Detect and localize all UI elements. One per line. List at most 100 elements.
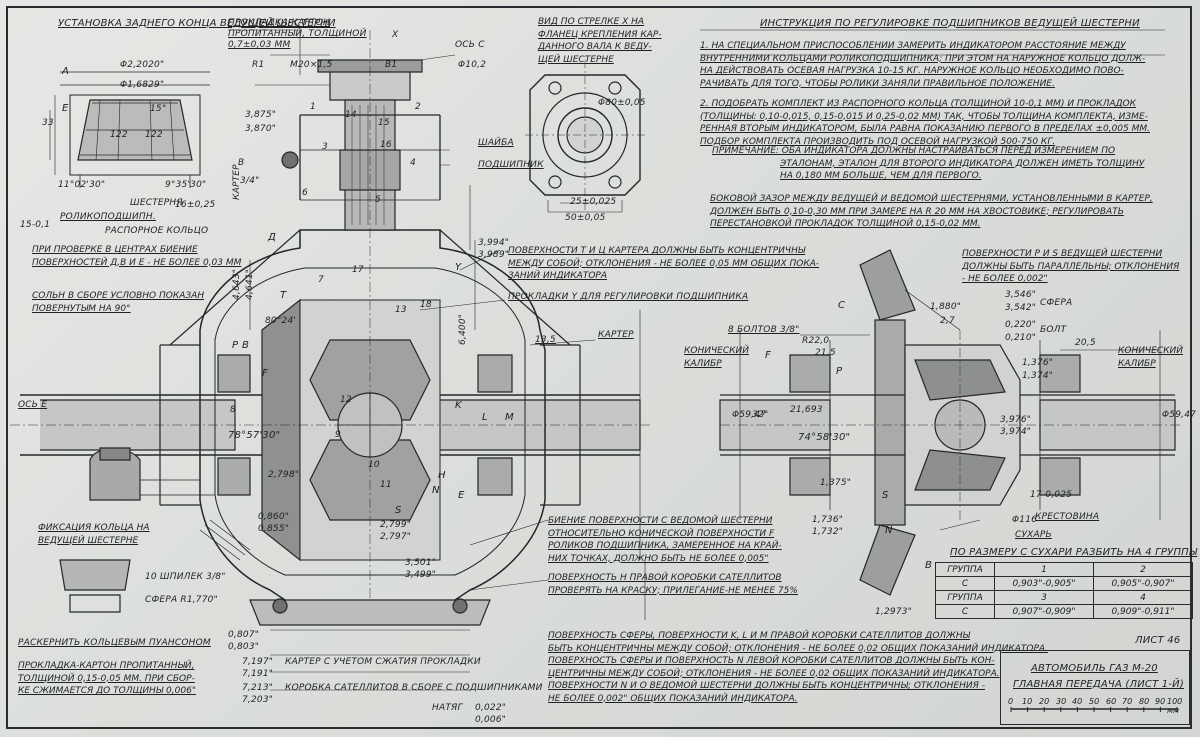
conical-caliber-left: КОНИЧЕСКИЙ КАЛИБР — [684, 346, 749, 369]
rv-letter-p: P — [836, 366, 843, 377]
table-row: ГРУППА 3 4 — [935, 590, 1193, 605]
d0803: 0,803" — [228, 642, 260, 652]
pinion-inset-drawing — [49, 71, 210, 188]
dim-15: 15-0,1 — [20, 220, 51, 230]
d4641: 4,641" — [245, 268, 255, 300]
d2798: 2,798" — [268, 470, 300, 480]
part-4: 4 — [410, 158, 416, 168]
main-axle-section — [10, 30, 650, 626]
d135: 13,5 — [535, 335, 556, 345]
d80-24: 80°24' — [265, 316, 297, 326]
shim-note: ПРОКЛАДКИ Y ДЛЯ РЕГУЛИРОВКИ ПОДШИПНИКА — [508, 292, 749, 302]
letter-e: E — [62, 103, 69, 114]
rv-dim-u: 3,976" — [1000, 415, 1032, 425]
thread-label: M20×1,5 — [290, 60, 333, 70]
sphere-right: СФЕРА — [1040, 298, 1073, 308]
part-16: 16 — [380, 140, 392, 150]
rv-letter-c: C — [838, 300, 845, 311]
letter-k: K — [455, 400, 462, 411]
studs-label: 10 ШПИЛЕК 3/8" — [145, 572, 226, 582]
d2797: 2,797" — [380, 532, 412, 542]
natyag-label: НАТЯГ — [432, 703, 463, 713]
bolt-right: БОЛТ — [1040, 325, 1067, 335]
dim-15deg: 15° — [150, 104, 167, 114]
runout-note: ПРИ ПРОВЕРКЕ В ЦЕНТРАХ БИЕНИЕ ПОВЕРХНОСТ… — [32, 245, 242, 268]
part-2: 2 — [415, 102, 421, 112]
dim-122b: 122 — [145, 130, 163, 140]
dim-d16829: Φ1,6829" — [120, 80, 165, 90]
rv-dim-n: 32° — [752, 410, 769, 420]
rv-dim-v: 3,974" — [1000, 427, 1032, 437]
rv-dim-h: 0,210" — [1005, 333, 1037, 343]
dim-angle1: 11°02'30" — [58, 180, 106, 190]
sheet-subtitle: ГЛАВНАЯ ПЕРЕДАЧА (ЛИСТ 1-Й) — [1013, 679, 1184, 690]
shaiba-label: ШАЙБА — [478, 138, 514, 148]
bolts-label: 8 БОЛТОВ 3/8" — [728, 325, 800, 335]
dim-34: 3/4" — [240, 176, 260, 186]
rv-letter-f: F — [765, 350, 771, 361]
letter-d: Д — [268, 232, 276, 243]
axis-c-label: ОСЬ C — [455, 40, 485, 50]
letter-a: A — [62, 66, 69, 77]
d3875: 3,875" — [245, 110, 277, 120]
parallel-note: ПОВЕРХНОСТИ P И S ВЕДУЩЕЙ ШЕСТЕРНИ ДОЛЖН… — [962, 249, 1180, 284]
rv-dim-j: 1,376" — [1022, 358, 1054, 368]
view-x-heading: ВИД ПО СТРЕЛКЕ X НА ФЛАНЕЦ КРЕПЛЕНИЯ КАР… — [538, 17, 662, 65]
rv-dim-l: 21,693 — [790, 405, 823, 415]
table-row: ГРУППА 1 2 — [935, 562, 1193, 577]
rv-dim-c: 1,880" — [930, 302, 962, 312]
label-shesternya: ШЕСТЕРНЯ — [130, 198, 183, 208]
satellite-box-note: КОРОБКА САТЕЛЛИТОВ В СБОРЕ С ПОДШИПНИКАМ… — [285, 683, 543, 693]
letter-y: Y — [455, 262, 462, 273]
groups-title: ПО РАЗМЕРУ C СУХАРИ РАЗБИТЬ НА 4 ГРУППЫ — [950, 547, 1198, 558]
part-1: 1 — [310, 102, 316, 112]
letter-s: S — [395, 505, 402, 516]
d3501: 3,501" — [405, 558, 437, 568]
letter-m: M — [505, 412, 514, 423]
d2799: 2,799" — [380, 520, 412, 530]
rv-dim-x: Φ59,47 — [1162, 410, 1197, 420]
d0855: 0,855" — [258, 524, 290, 534]
right-gear-section — [719, 249, 1180, 596]
rv-dim-t: 1,2973" — [875, 607, 913, 617]
scale-bar — [1010, 707, 1178, 712]
part-9: 9 — [335, 430, 341, 440]
krestovina-label: КРЕСТОВИНА — [1035, 512, 1100, 522]
rv-dim-s: Φ116 — [1012, 515, 1038, 525]
paint-note: ПОВЕРХНОСТЬ H ПРАВОЙ КОРОБКИ САТЕЛЛИТОВ … — [548, 573, 798, 596]
rv-dim-w: Φ59,47 — [732, 410, 767, 420]
karter-note: КАРТЕР С УЧЕТОМ СЖАТИЯ ПРОКЛАДКИ — [285, 657, 481, 667]
dim-16: 16±0,25 — [175, 200, 216, 210]
pinion-inset-heading: УСТАНОВКА ЗАДНЕГО КОНЦА ВЕДУЩЕЙ ШЕСТЕРНИ — [58, 18, 336, 29]
rotated-note: СОЛЬН В СБОРЕ УСЛОВНО ПОКАЗАН ПОВЕРНУТЫМ… — [32, 291, 205, 314]
part-15: 15 — [378, 118, 390, 128]
gasket-top-note: ПРОКЛАДКА-КАРТОН ПРОПИТАННЫЙ, ТОЛЩИНОЙ 0… — [228, 18, 367, 50]
rv-dim-k: 1,374" — [1022, 371, 1054, 381]
concentric-note: ПОВЕРХНОСТИ T И Ц КАРТЕРА ДОЛЖНЫ БЫТЬ КО… — [508, 246, 820, 281]
letter-h: H — [438, 470, 446, 481]
part-5: 5 — [375, 195, 381, 205]
view-x-flange — [525, 60, 645, 213]
view-x-25: 25±0,025 — [570, 197, 617, 207]
scale-labels: 0 10 20 30 40 50 60 70 80 90 100 мм — [1008, 697, 1183, 715]
instructions-note: ПРИМЕЧАНИЕ: ОБА ИНДИКАТОРА ДОЛЖНЫ НАСТРА… — [712, 146, 1145, 181]
view-x-50: 50±0,05 — [565, 213, 606, 223]
groups-table: ГРУППА 1 2 C 0,903"-0,905" 0,905"-0,907"… — [935, 562, 1193, 619]
view-x-arrow: X — [392, 30, 399, 40]
d4643: 4,643" — [232, 268, 242, 300]
view-x-d80: Φ80±0,05 — [598, 98, 646, 108]
instructions-p2: 2. ПОДОБРАТЬ КОМПЛЕКТ ИЗ РАСПОРНОГО КОЛЬ… — [700, 99, 1150, 147]
d102-label: Φ10,2 — [458, 60, 487, 70]
table-row: C 0,903"-0,905" 0,905"-0,907" — [935, 576, 1193, 591]
rv-letter-s: S — [882, 490, 889, 501]
part-11: 11 — [380, 480, 392, 490]
letter-n: N — [432, 485, 440, 496]
sphere-label: СФЕРА R1,770" — [145, 595, 218, 605]
dim-122a: 122 — [110, 130, 128, 140]
d0860: 0,860" — [258, 512, 290, 522]
letter-t: T — [280, 290, 287, 301]
podshipnik-label: ПОДШИПНИК — [478, 160, 544, 170]
part-7: 7 — [318, 275, 324, 285]
sheet-title: АВТОМОБИЛЬ ГАЗ М-20 — [1031, 663, 1158, 674]
